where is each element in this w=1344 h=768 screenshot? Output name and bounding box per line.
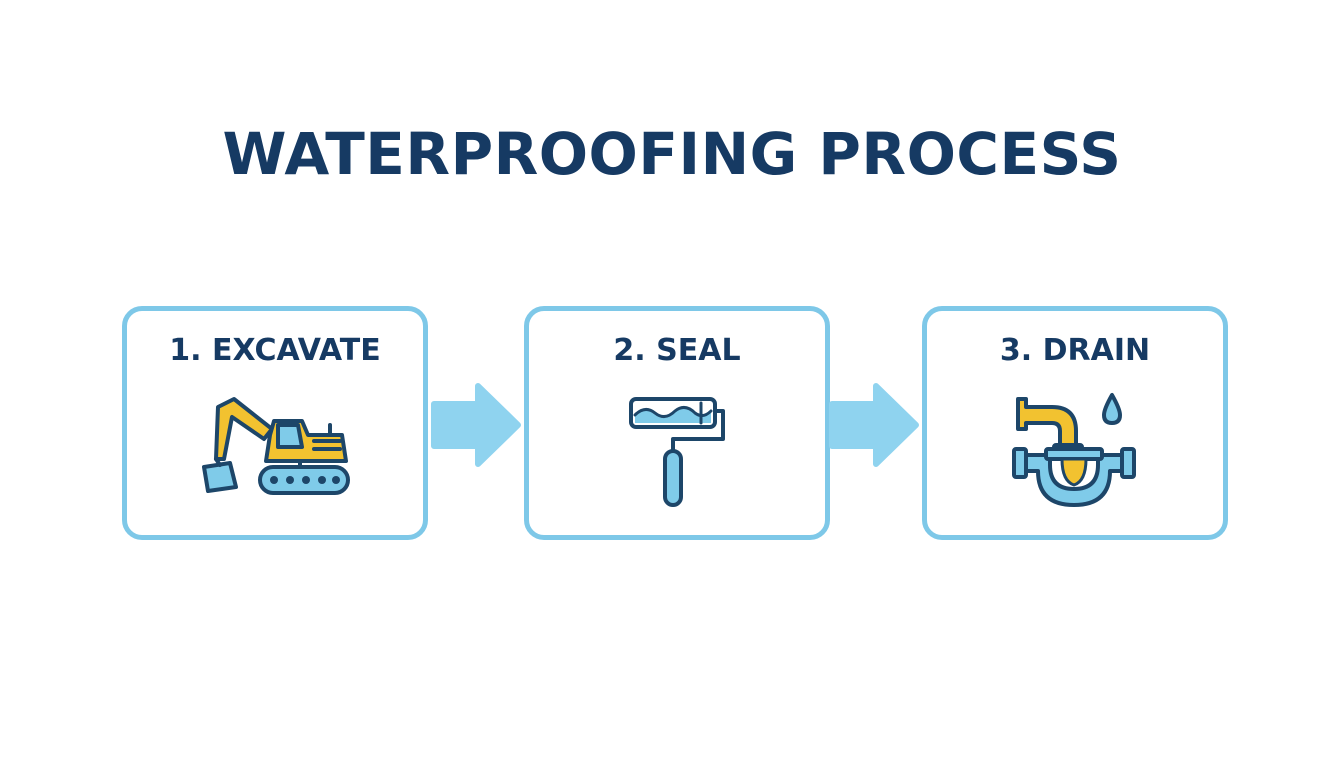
arrow-right-icon <box>431 383 521 467</box>
excavator-icon <box>202 397 350 495</box>
step-drain: 3. DRAIN <box>922 306 1228 540</box>
page-title: WATERPROOFING PROCESS <box>222 120 1122 188</box>
step-label: 2. SEAL <box>613 333 741 368</box>
arrow-right-icon <box>829 383 919 467</box>
paint-roller-icon <box>629 397 725 507</box>
drain-pipe-icon <box>1012 393 1136 507</box>
step-label: 1. EXCAVATE <box>169 333 381 368</box>
step-excavate: 1. EXCAVATE <box>122 306 428 540</box>
step-label: 3. DRAIN <box>999 333 1151 368</box>
step-seal: 2. SEAL <box>524 306 830 540</box>
